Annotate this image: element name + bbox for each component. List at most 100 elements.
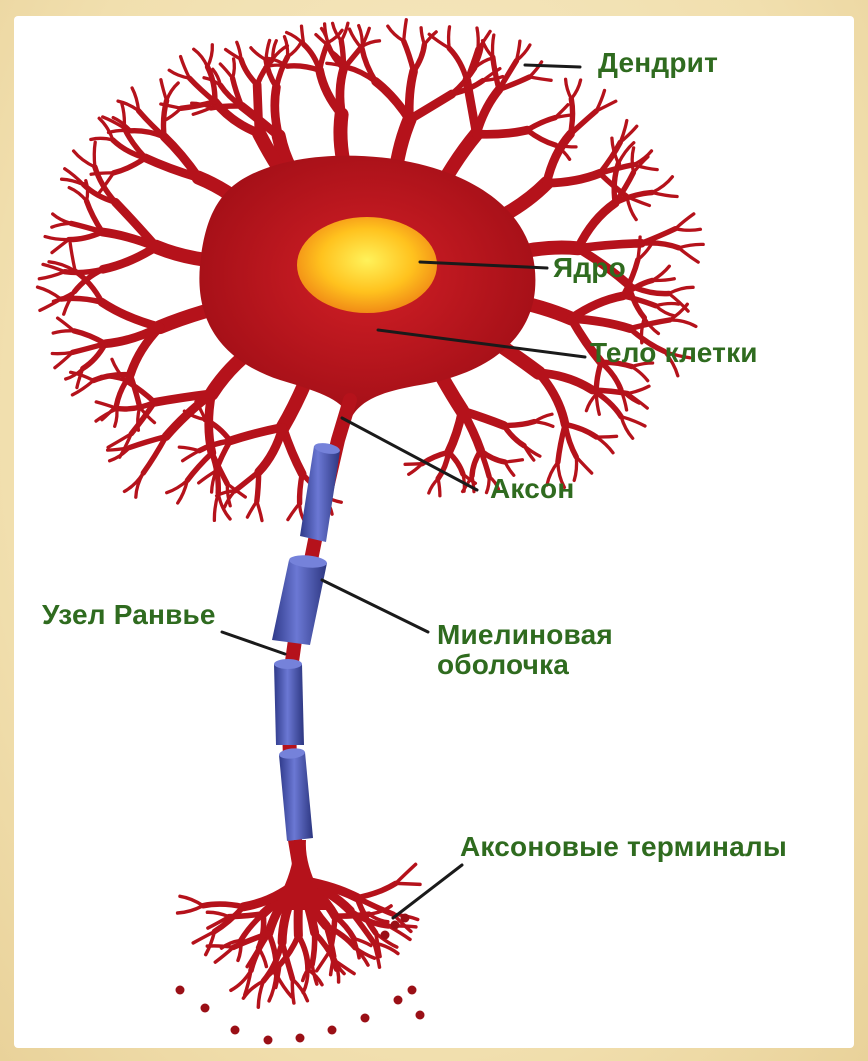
dendrite-branch bbox=[257, 501, 262, 520]
dendrite-branch bbox=[209, 394, 212, 453]
label-myelin-sheath-line1: Миелиновая bbox=[437, 620, 613, 650]
dendrite-branch bbox=[91, 173, 113, 174]
axon-terminal-branch bbox=[215, 947, 233, 962]
dendrite-branch bbox=[404, 20, 407, 41]
dendrite-branch bbox=[628, 394, 648, 409]
dendrite-branch bbox=[167, 83, 179, 101]
axon-terminal-branch bbox=[180, 896, 203, 905]
dendrite-branch bbox=[653, 279, 675, 281]
label-myelin-sheath: Миелиновая оболочка bbox=[437, 620, 613, 680]
dendrite-branch bbox=[504, 422, 535, 426]
dendrite-branch bbox=[449, 48, 467, 80]
dendrite-branch bbox=[69, 188, 86, 202]
dendrite-branch bbox=[449, 452, 463, 474]
axon-terminal-branch bbox=[357, 883, 396, 897]
myelin-segment-cap bbox=[274, 659, 302, 669]
dendrite-branch bbox=[578, 243, 641, 248]
label-nucleus: Ядро bbox=[553, 253, 626, 283]
axon-terminal-bouton bbox=[201, 1004, 210, 1013]
dendrite-branch bbox=[161, 80, 167, 101]
dendrite-branch bbox=[103, 247, 156, 269]
dendrite-branch bbox=[138, 407, 140, 430]
axon-terminal-bouton bbox=[391, 921, 400, 930]
label-cell-body: Тело клетки bbox=[590, 338, 758, 368]
dendrite-branch bbox=[527, 118, 555, 131]
dendrite-branch bbox=[679, 248, 699, 262]
myelin-segment bbox=[300, 446, 340, 542]
label-node-of-ranvier: Узел Ранвье bbox=[42, 600, 216, 630]
dendrite-branch bbox=[505, 460, 522, 462]
nucleus bbox=[297, 217, 437, 313]
dendrite-branch bbox=[438, 479, 440, 496]
myelin-segment bbox=[272, 560, 327, 645]
axon-terminal-bouton bbox=[361, 1014, 370, 1023]
dendrite-branch bbox=[547, 173, 600, 183]
label-axon-terminals: Аксоновые терминалы bbox=[460, 832, 787, 862]
dendrite-branch bbox=[102, 302, 160, 327]
dendrite-branch bbox=[288, 43, 301, 57]
dendrite-branch bbox=[586, 394, 596, 411]
axon-terminal-branch bbox=[312, 933, 315, 965]
dendrite-branch bbox=[340, 69, 344, 115]
axon-terminal-trunk bbox=[272, 840, 330, 910]
dendrite-branch bbox=[679, 244, 704, 247]
dendrite-branch bbox=[208, 45, 213, 67]
dendrite-branch bbox=[576, 457, 591, 473]
dendrite-branch bbox=[421, 28, 424, 45]
leader-line-axon-terminals bbox=[393, 865, 462, 918]
dendrite-branch bbox=[571, 80, 580, 99]
myelin-segment bbox=[279, 752, 313, 841]
dendrite-branch bbox=[534, 422, 553, 427]
dendrite-branch bbox=[45, 237, 69, 240]
label-myelin-sheath-line2: оболочка bbox=[437, 650, 613, 680]
dendrite-branch bbox=[409, 71, 413, 119]
dendrite-branch bbox=[504, 425, 524, 445]
axon-terminal-branch bbox=[207, 912, 228, 916]
dendrite-branch bbox=[487, 476, 490, 492]
dendrite-branch bbox=[628, 386, 649, 393]
axon-terminal-bouton bbox=[176, 986, 185, 995]
dendrite-branch bbox=[530, 77, 552, 80]
dendrite-branch bbox=[632, 367, 648, 381]
axon-terminals-branches bbox=[176, 840, 425, 1045]
myelin-sheath bbox=[272, 441, 341, 841]
dendrite-branch bbox=[52, 352, 72, 353]
dendrite-branch bbox=[652, 177, 672, 193]
axon-terminal-bouton bbox=[394, 996, 403, 1005]
dendrite-branch bbox=[429, 479, 438, 493]
dendrite-branch bbox=[632, 148, 633, 173]
dendrite-branch bbox=[74, 331, 105, 344]
dendrite-branch bbox=[283, 427, 303, 474]
dendrite-branch bbox=[574, 457, 576, 481]
dendrite-branch bbox=[52, 240, 69, 253]
dendrite-branch bbox=[109, 130, 131, 132]
dendrite-branch bbox=[251, 48, 266, 60]
dendrite-branch bbox=[58, 318, 74, 331]
axon-terminal-bouton bbox=[231, 1026, 240, 1035]
dendrite-branch bbox=[675, 214, 693, 229]
axon-terminal-branch bbox=[396, 883, 420, 884]
dendrite-branch bbox=[527, 130, 556, 145]
axon-terminal-branch bbox=[317, 951, 330, 971]
dendrite-branch bbox=[414, 45, 425, 72]
dendrite-branch bbox=[493, 57, 499, 89]
dendrite-branch bbox=[656, 304, 679, 306]
dendrite-branch bbox=[94, 142, 95, 167]
dendrite-branch bbox=[65, 269, 103, 272]
dendrite-branch bbox=[493, 35, 494, 57]
axon-terminal-branch bbox=[292, 979, 294, 1003]
label-axon: Аксон bbox=[490, 474, 574, 504]
dendrite-branch bbox=[623, 296, 656, 306]
dendrite-branch bbox=[449, 27, 450, 48]
axon-terminal-branch bbox=[298, 936, 308, 970]
axon-terminal-bouton bbox=[296, 1034, 305, 1043]
axon-terminal-bouton bbox=[328, 1026, 337, 1035]
dendrite-branch bbox=[376, 81, 410, 119]
dendrite-branch bbox=[214, 493, 218, 520]
dendrite-branch bbox=[241, 59, 257, 84]
dendrite-branch bbox=[53, 331, 74, 333]
dendrite-branch bbox=[183, 451, 200, 461]
dendrite-branch bbox=[566, 79, 572, 99]
leader-line-myelin-sheath bbox=[322, 580, 428, 632]
